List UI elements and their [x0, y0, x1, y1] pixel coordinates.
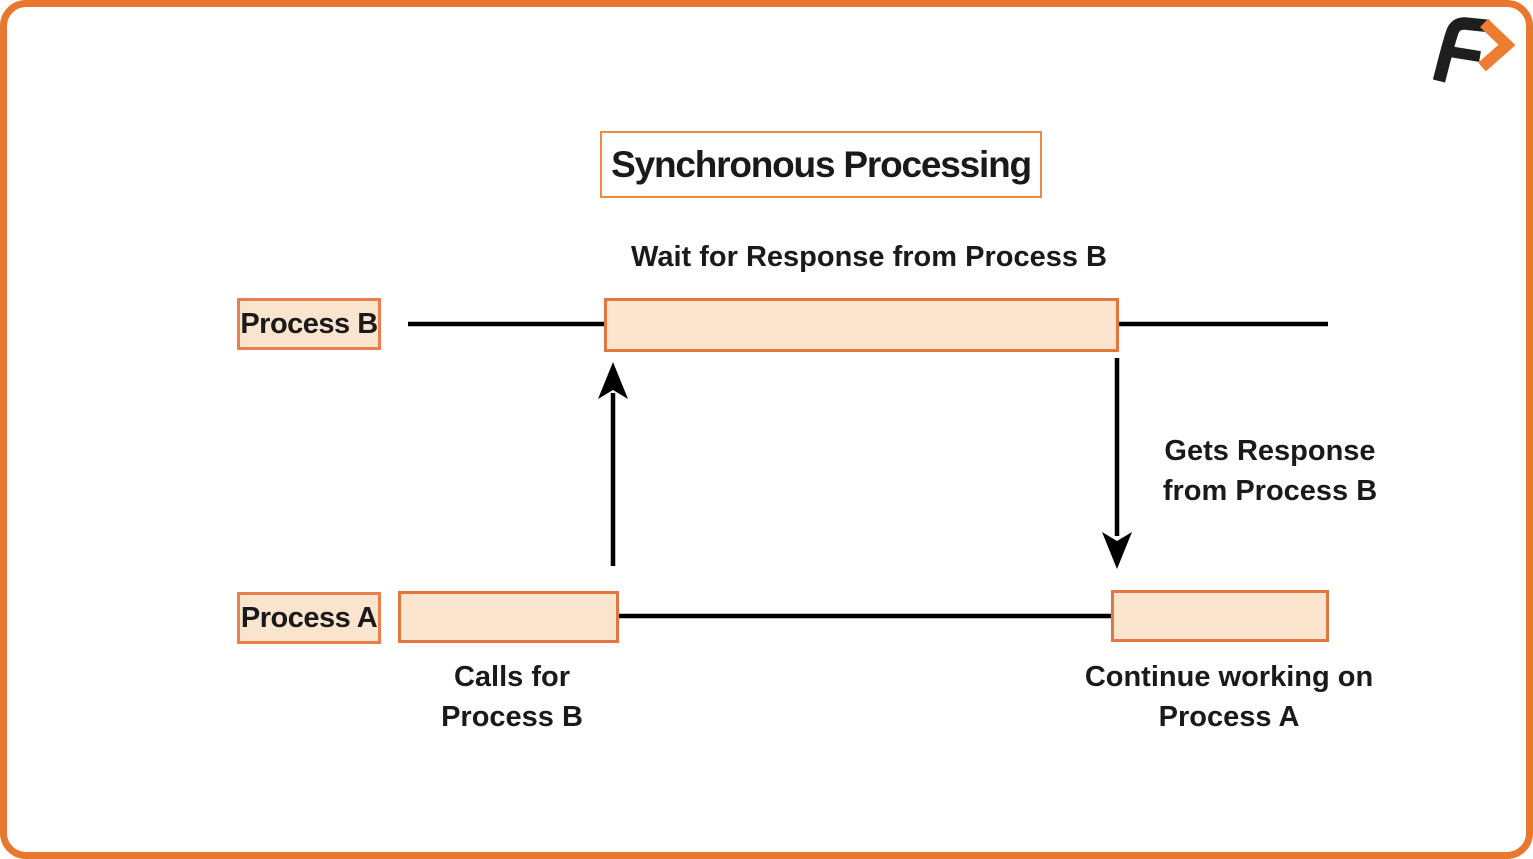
continue-working-line1: Continue working on	[1084, 661, 1374, 693]
process-b-label: Process B	[240, 307, 378, 340]
process-a-label: Process A	[240, 601, 378, 634]
process-b-activity-bar	[604, 298, 1119, 352]
continue-working-label: Continue working on Process A	[1059, 657, 1399, 737]
brand-logo	[1429, 17, 1517, 83]
process-a-activity-bar-call	[398, 591, 619, 643]
calls-for-line2: Process B	[441, 701, 583, 733]
logo-arrow-chevron-icon	[1478, 18, 1516, 72]
process-a-activity-bar-continue	[1111, 590, 1329, 642]
wait-response-label: Wait for Response from Process B	[631, 241, 1107, 273]
diagram-title: Synchronous Processing	[611, 143, 1032, 185]
continue-working-line2: Process A	[1158, 701, 1300, 733]
process-a-label-box: Process A	[237, 592, 381, 644]
logo-f-stem	[1432, 17, 1490, 83]
diagram-title-box: Synchronous Processing	[600, 131, 1042, 198]
call-arrowhead-up-icon	[598, 362, 628, 399]
f-arrow-logo-icon	[1432, 17, 1516, 83]
gets-response-line1: Gets Response	[1164, 435, 1376, 467]
calls-for-label: Calls for Process B	[397, 657, 627, 737]
process-b-label-box: Process B	[237, 298, 381, 350]
gets-response-label: Gets Response from Process B	[1139, 431, 1401, 511]
response-arrowhead-down-icon	[1102, 532, 1132, 569]
logo-f-midbar	[1445, 45, 1481, 62]
calls-for-line1: Calls for	[453, 661, 571, 693]
gets-response-line2: from Process B	[1162, 475, 1378, 507]
